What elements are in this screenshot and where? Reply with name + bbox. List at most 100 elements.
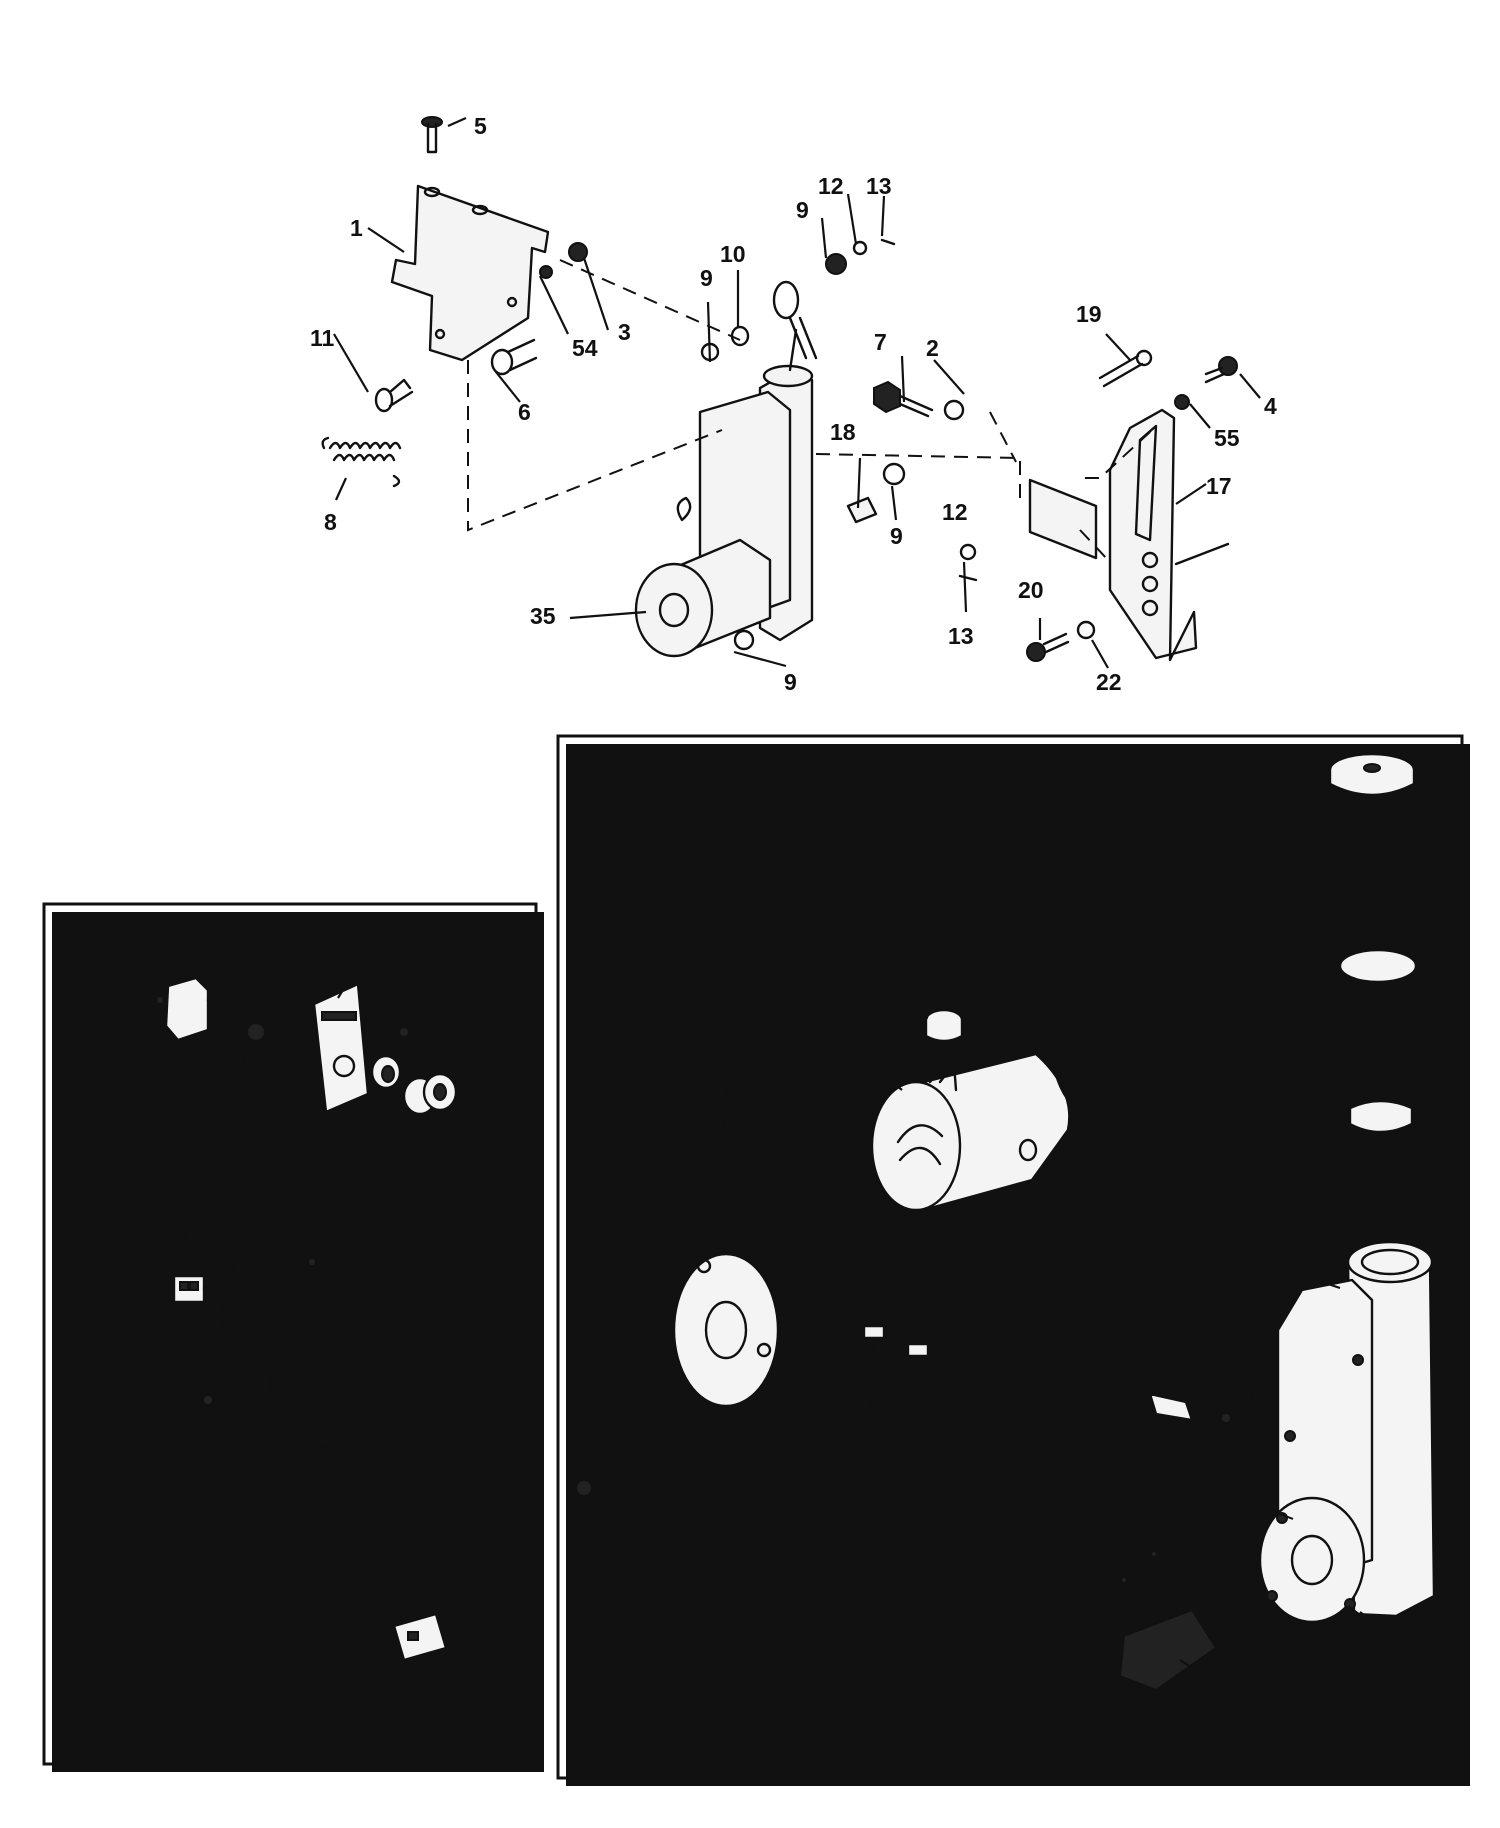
callout-label: 7 — [874, 329, 887, 355]
lag-screw — [873, 380, 934, 418]
callout-label: 44 — [712, 1509, 738, 1535]
adjust-screw — [1204, 356, 1238, 384]
callout-label: 21 — [414, 931, 440, 957]
callout-label: 2 — [926, 335, 939, 361]
callout-label: 27 — [380, 923, 406, 949]
bushing — [730, 325, 750, 347]
callout-label: 29 — [484, 1637, 510, 1663]
callout-label: 46 — [772, 1459, 798, 1485]
callout-label: 26 — [192, 1099, 218, 1125]
washer — [882, 462, 906, 486]
callout-label: 51 — [1084, 1469, 1110, 1495]
callout-label: 23 — [414, 1183, 440, 1209]
callout-label: 52 — [1222, 1699, 1248, 1725]
callout-label: 25 — [248, 1119, 274, 1145]
callout-label: 9 — [784, 669, 797, 695]
callout-label: 33 — [92, 1285, 118, 1311]
nut — [568, 242, 588, 262]
callout-label: 10 — [720, 241, 746, 267]
trim-motor — [634, 280, 818, 658]
screw — [421, 116, 443, 154]
bolt — [1026, 632, 1070, 662]
callout-labels: 5 1 3 54 6 11 8 35 9 10 9 12 13 18 9 9 7… — [92, 113, 1452, 1767]
callout-label: 14 — [412, 1243, 438, 1269]
callout-label: 55 — [1214, 425, 1240, 451]
callout-label: 13 — [948, 623, 974, 649]
callout-label: 35 — [530, 603, 556, 629]
ram-assembly — [1304, 752, 1418, 1482]
callout-label: 19 — [1076, 301, 1102, 327]
callout-label: 22 — [1096, 669, 1122, 695]
motor-frame — [870, 1052, 1071, 1214]
thrust-washer — [1138, 1540, 1170, 1568]
cotter-pin — [958, 574, 978, 582]
callout-label: 43 — [1426, 1223, 1452, 1249]
pivot-bolt — [1098, 349, 1153, 388]
washer — [825, 253, 847, 275]
washer — [943, 399, 965, 421]
callout-label: 1 — [350, 215, 363, 241]
callout-label: 47 — [848, 1423, 874, 1449]
washer — [1076, 620, 1096, 640]
bolt — [490, 338, 538, 376]
callout-label: 9 — [700, 265, 713, 291]
thrust-washer — [1110, 1568, 1138, 1592]
callout-label: 6 — [518, 399, 531, 425]
callout-label: 45 — [704, 1047, 730, 1073]
gasket — [1050, 968, 1162, 1124]
callout-label: 53 — [1182, 1741, 1208, 1767]
clevis-pin — [374, 378, 414, 413]
callout-label: 8 — [324, 509, 337, 535]
brush-set — [816, 1310, 986, 1372]
spacer — [846, 496, 878, 524]
gasket — [778, 1162, 886, 1314]
callout-label: 30 — [412, 1213, 438, 1239]
upper-assembly — [321, 116, 1261, 669]
callout-label: 9 — [890, 523, 903, 549]
callout-label: 16 — [346, 1153, 372, 1179]
wiring-kit-panel — [42, 902, 544, 1772]
callout-label: 50 — [1050, 1265, 1076, 1291]
callout-label: 9 — [796, 197, 809, 223]
hex-nut — [246, 1022, 266, 1042]
thrust-washer — [1072, 1594, 1096, 1614]
callout-label: 41 — [1200, 1315, 1226, 1341]
callout-label: 42 — [1398, 1669, 1424, 1695]
callout-label: 15 — [412, 1275, 438, 1301]
cotter-pin — [880, 238, 896, 246]
washer — [270, 1030, 294, 1058]
callout-label: 37 — [1278, 1167, 1304, 1193]
armature — [1088, 1608, 1244, 1714]
cotter-washer — [852, 240, 868, 256]
boot — [402, 1072, 458, 1116]
brush-spring — [652, 1123, 688, 1132]
toggle-switch — [155, 976, 234, 1042]
callout-label: 12 — [942, 499, 968, 525]
callout-label: 39 — [1278, 1211, 1304, 1237]
harness-connector — [172, 1274, 206, 1304]
wire-grommet — [924, 1008, 964, 1043]
trim-cable — [242, 1324, 374, 1646]
callout-label: 18 — [830, 419, 856, 445]
nut — [1174, 394, 1190, 410]
callout-label: 36 — [1244, 895, 1270, 921]
callout-label: 17 — [1206, 473, 1232, 499]
end-cap — [672, 1252, 780, 1408]
lock-washer — [539, 265, 553, 279]
callout-label: 49 — [832, 999, 858, 1025]
callout-label: 28 — [346, 1433, 372, 1459]
callout-label: 54 — [572, 335, 598, 361]
through-bolt — [575, 1402, 694, 1497]
ball-bearing — [1073, 1723, 1087, 1737]
callout-label: 44 — [1268, 1285, 1294, 1311]
mounting-bracket — [390, 184, 550, 362]
callout-label: 34 — [138, 1389, 164, 1415]
relief-valve — [1113, 1369, 1232, 1424]
washer — [959, 543, 977, 561]
callout-label: 12 — [818, 173, 844, 199]
callout-label: 13 — [866, 173, 892, 199]
ring-terminal — [202, 1394, 214, 1406]
spring — [321, 436, 402, 488]
trim-plug — [374, 1612, 448, 1662]
